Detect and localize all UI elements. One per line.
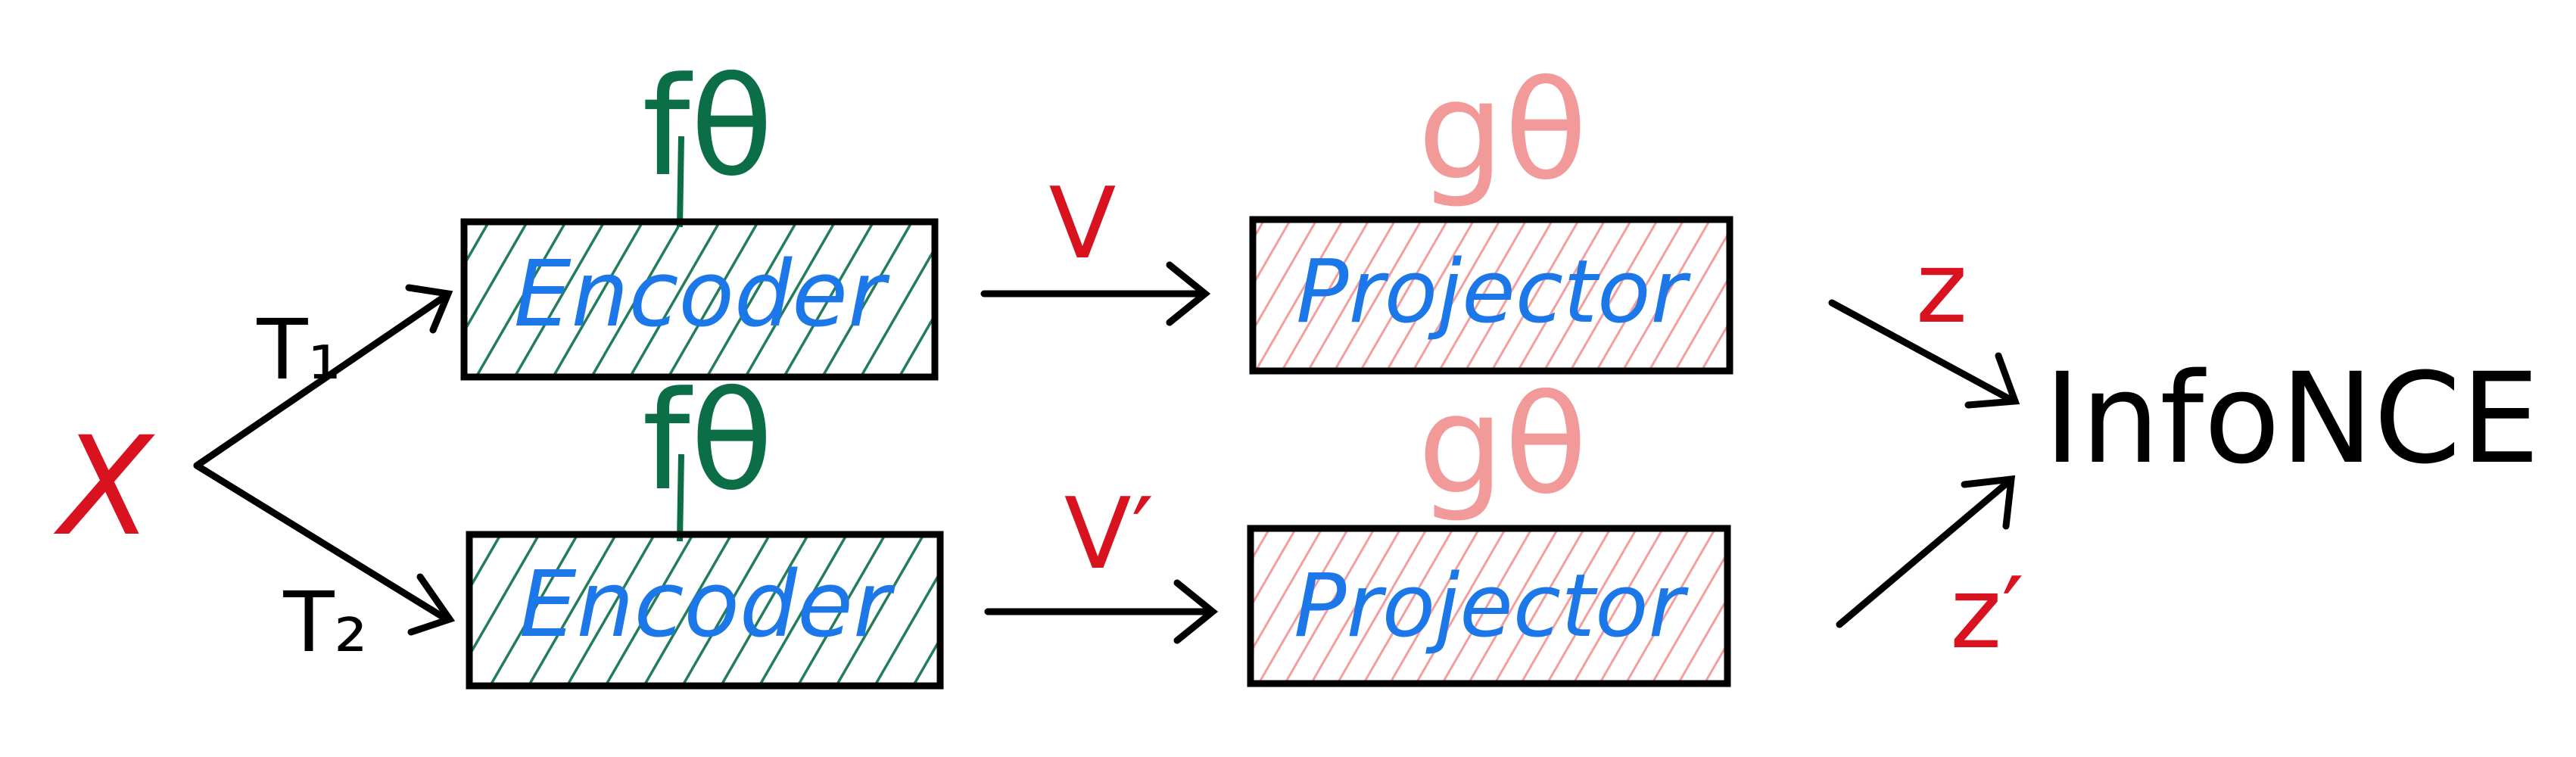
projector-label-bottom: Projector: [1294, 556, 1689, 657]
encoder-symbol-bottom: fθ: [642, 363, 774, 521]
branch-top-line: [193, 291, 450, 469]
loss-label: InfoNCE: [2044, 346, 2540, 491]
projector-box-bottom: Projector: [1247, 525, 1731, 687]
arrow-top-head-icon: [1166, 261, 1211, 326]
projector-symbol-top: gθ: [1418, 52, 1587, 210]
arrow-z-bottom-head-icon: [1961, 475, 2016, 530]
projector-to-loss-arrows: [1828, 299, 2020, 628]
encoder-label-top: Encoder: [514, 242, 890, 347]
transform-label-bottom: T₂: [282, 574, 367, 671]
branch-top-arrow-icon: [405, 284, 453, 334]
encoder-symbol-top: fθ: [642, 48, 774, 207]
arrow-z-top-line: [1828, 299, 2017, 405]
encoder-input-tick-bottom: [677, 453, 684, 542]
arrow-z-bottom-line: [1836, 477, 2014, 628]
encoder-label-bottom: Encoder: [519, 553, 896, 658]
transform-label-top: T₁: [256, 301, 341, 398]
encoder-to-projector-arrows: [980, 261, 1219, 644]
representation-label-top: V: [1049, 166, 1117, 281]
projector-box-top: Projector: [1249, 216, 1733, 375]
projector-label-top: Projector: [1296, 241, 1691, 343]
input-label: X: [53, 408, 155, 566]
embedding-label-bottom: z′: [1950, 556, 2024, 671]
arrow-z-top-head-icon: [1964, 352, 2020, 409]
projector-symbol-bottom: gθ: [1418, 366, 1587, 525]
branch-bottom-arrow-icon: [407, 573, 456, 636]
representation-label-bottom: V′: [1064, 476, 1154, 591]
encoder-input-tick-top: [677, 136, 684, 228]
branch-bottom-line: [193, 462, 450, 623]
encoder-box-top: Encoder: [460, 218, 939, 381]
encoder-box-bottom: Encoder: [466, 531, 944, 690]
embedding-label-top: z: [1916, 230, 1967, 345]
arrow-bottom-head-icon: [1173, 579, 1219, 644]
branch-lines: [193, 284, 456, 636]
